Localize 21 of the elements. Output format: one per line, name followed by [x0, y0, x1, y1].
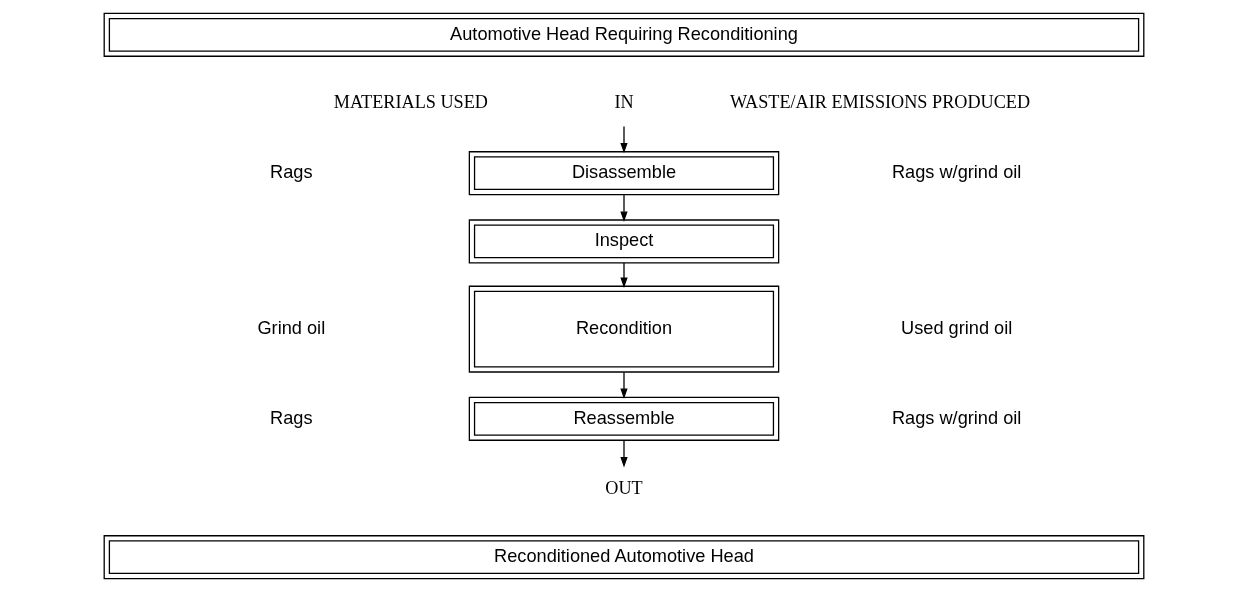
node-box: Automotive Head Requiring Reconditioning: [103, 12, 1145, 57]
node-text: IN: [614, 91, 634, 112]
label: MATERIALS USED: [333, 91, 488, 112]
arrow: [620, 439, 628, 468]
arrow: [620, 371, 628, 399]
node-box: Recondition: [468, 285, 780, 373]
node-box: Disassemble: [468, 151, 780, 196]
node-box: Reassemble: [468, 396, 780, 441]
arrow: [620, 262, 628, 288]
node-box: Inspect: [468, 219, 780, 264]
arrow: [620, 125, 628, 154]
arrow: [620, 194, 628, 222]
label: Grind oil: [257, 317, 326, 338]
node-box: Reconditioned Automotive Head: [103, 535, 1145, 580]
label: Rags w/grind oil: [891, 162, 1022, 182]
label: WASTE/AIR EMISSIONS PRODUCED: [729, 91, 1031, 112]
label: Used grind oil: [901, 317, 1013, 338]
label: Rags: [270, 407, 313, 428]
label: Rags: [270, 162, 313, 182]
node-text: OUT: [605, 477, 643, 498]
label: Rags w/grind oil: [891, 407, 1022, 428]
